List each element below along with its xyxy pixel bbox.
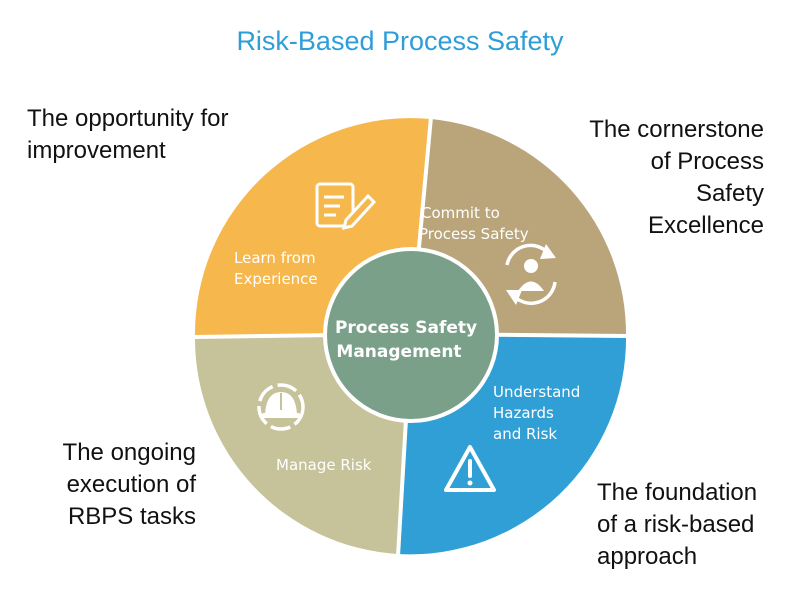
hard-hat-icon (257, 383, 305, 431)
person-cycle-icon (505, 243, 557, 306)
diagram-title: Risk-Based Process Safety (236, 26, 564, 56)
note-cornerstone: The cornerstone of Process Safety Excell… (589, 116, 764, 239)
note-ongoing-execution: The ongoing execution of RBPS tasks (62, 439, 196, 530)
note-opportunity-for-improvement: The opportunity for improvement (27, 105, 229, 164)
document-pencil-icon (315, 182, 377, 231)
center-label: Process Safety Management (335, 318, 483, 362)
note-foundation: The foundation of a risk-based approach (597, 479, 758, 570)
center-circle (323, 247, 499, 423)
segment-label-understand: Understand Hazards and Risk (493, 383, 585, 443)
segment-label-manage: Manage Risk (276, 456, 372, 474)
segment-label-learn: Learn from Experience (234, 249, 320, 288)
warning-triangle-icon (444, 445, 496, 492)
segment-label-commit: Commit to Process Safety (419, 204, 529, 243)
